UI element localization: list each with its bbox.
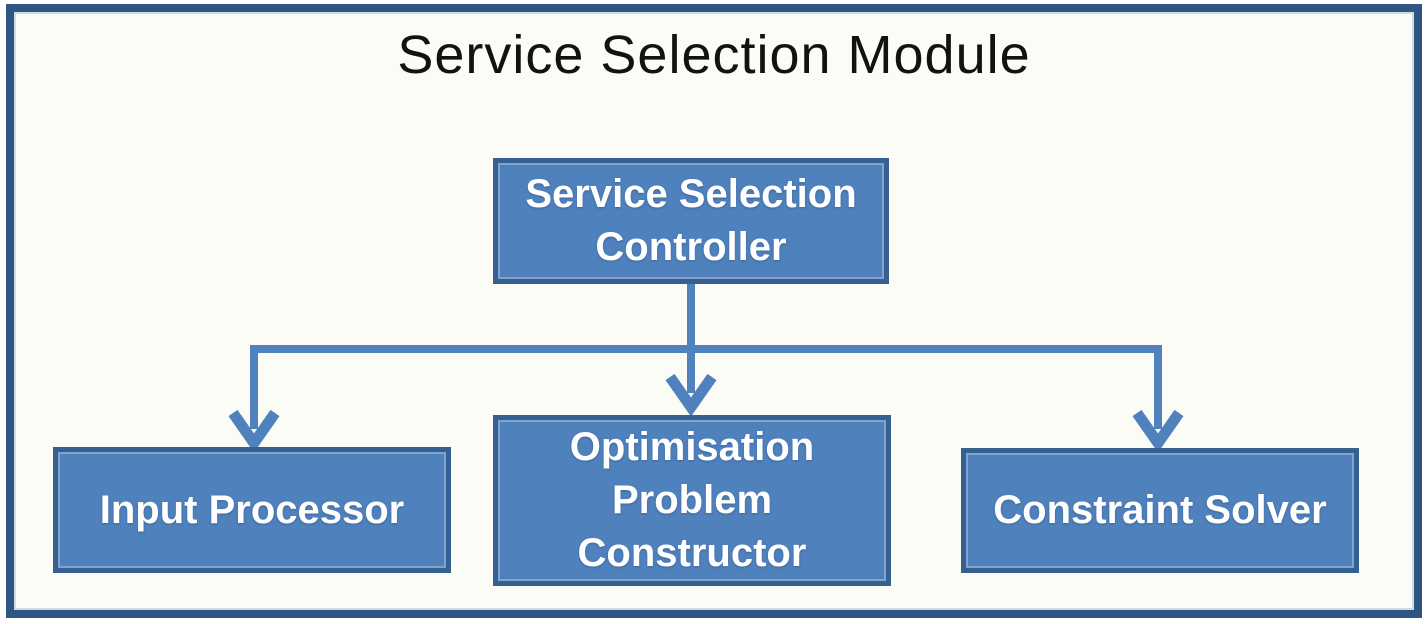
node-label-line: Problem	[611, 478, 773, 523]
node-constraint-solver: Constraint Solver	[961, 448, 1359, 573]
node-label-line: Optimisation	[569, 425, 815, 470]
node-label-input-processor: Input Processor	[100, 484, 405, 537]
node-label-line: Service Selection	[525, 172, 857, 217]
node-optimisation-problem-constructor: Optimisation Problem Constructor	[493, 415, 891, 586]
node-label-line: Input Processor	[99, 487, 405, 532]
node-service-selection-controller: Service Selection Controller	[493, 158, 889, 284]
node-label-line: Controller	[595, 225, 787, 269]
node-input-processor: Input Processor	[53, 447, 451, 573]
node-label-constraint-solver: Constraint Solver	[993, 484, 1326, 537]
node-label-line: Constructor	[577, 530, 807, 575]
node-label-service-selection-controller: Service Selection Controller	[525, 168, 856, 274]
node-label-optimisation-problem-constructor: Optimisation Problem Constructor	[570, 421, 814, 579]
node-label-line: Constraint Solver	[993, 488, 1327, 533]
diagram-title: Service Selection Module	[397, 25, 1031, 85]
